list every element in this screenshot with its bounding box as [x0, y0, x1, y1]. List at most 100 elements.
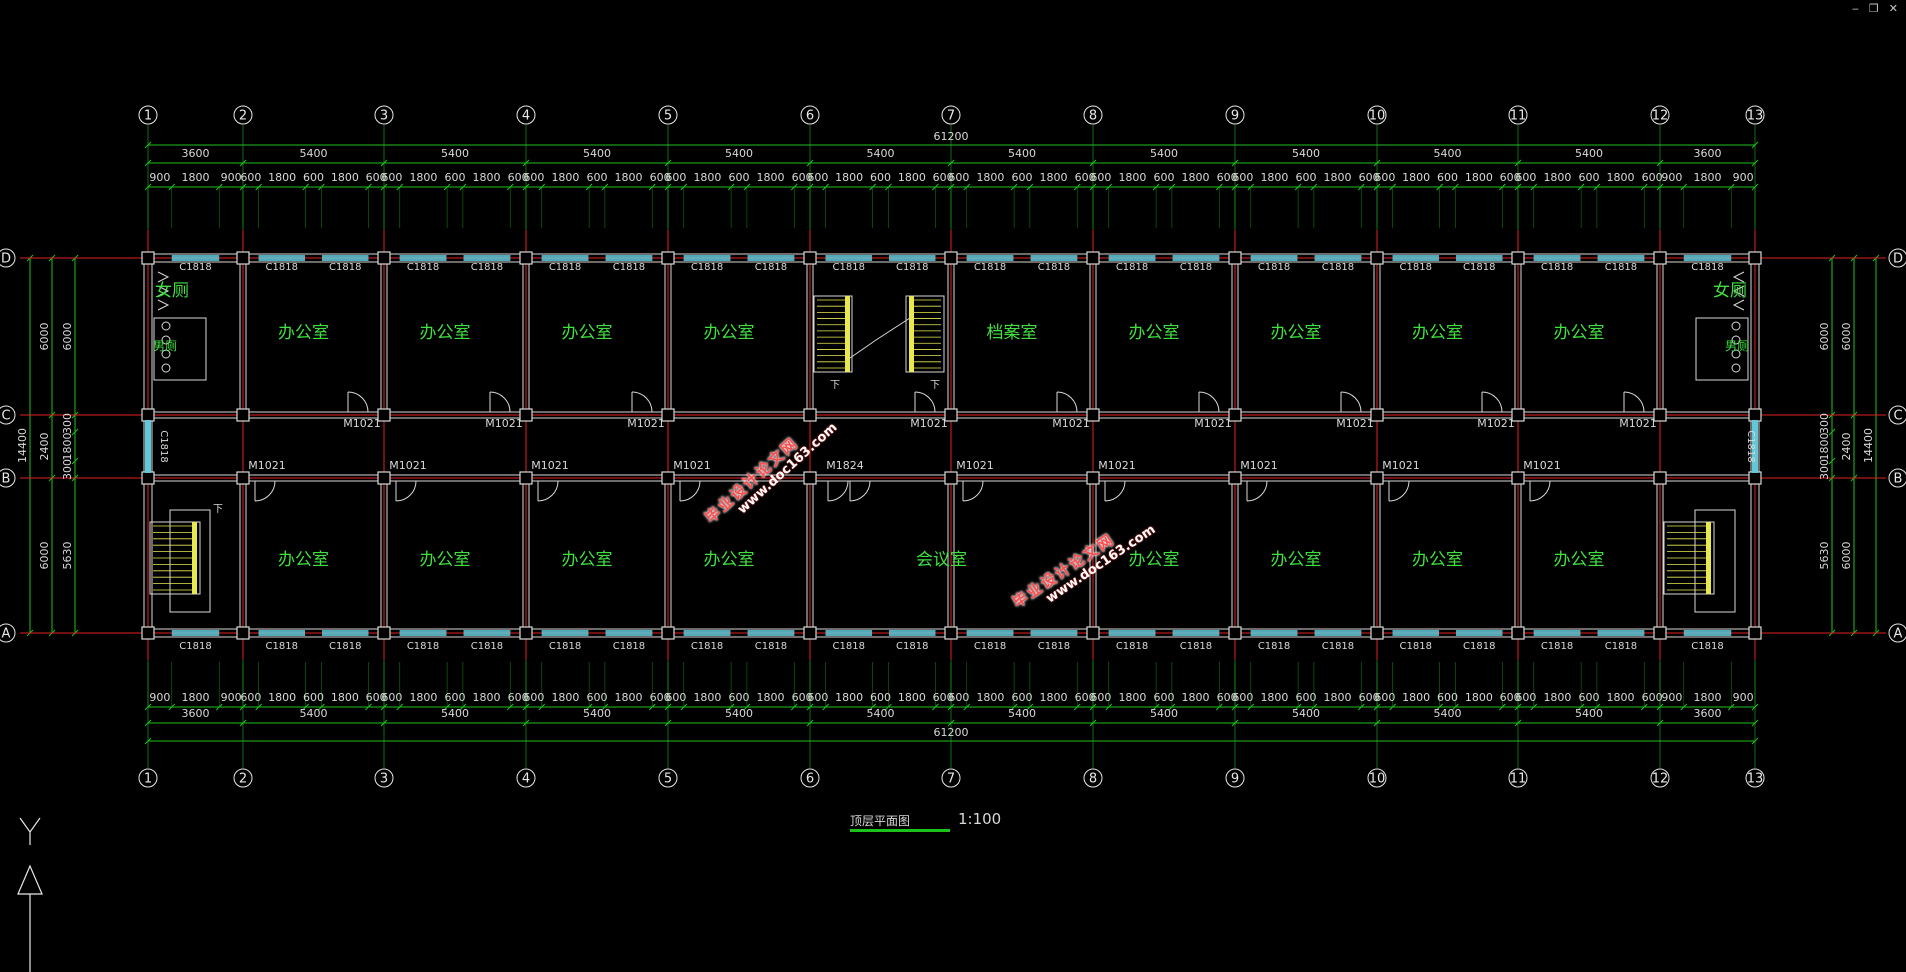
window-south-3-0 — [541, 630, 589, 636]
window-north-9-0 — [1392, 255, 1440, 261]
axis-bubble-top-3 — [374, 105, 394, 125]
window-north-0-0 — [171, 255, 220, 261]
detail-dim-text-bottom-3-3: 1800 — [615, 691, 643, 704]
column-13A — [1748, 626, 1762, 640]
central-stair-left-frame — [813, 295, 853, 373]
window-controls: ‒ ❐ ✕ — [1852, 2, 1898, 15]
window-south-2-0 — [399, 630, 447, 636]
axis-bubble-bottom-6 — [800, 768, 820, 788]
window-tag: C1818 — [613, 641, 645, 652]
wc-0-0 — [161, 321, 171, 331]
detail-dim-text-bottom-2-3: 1800 — [473, 691, 501, 704]
detail-dim-text-top-1-1: 1800 — [268, 171, 296, 184]
minimize-button[interactable]: ‒ — [1851, 2, 1859, 15]
axis-bubble-bottom-10 — [1367, 768, 1387, 788]
toilet-label-w2: 男厕 — [153, 339, 177, 353]
urinal-0-1 — [157, 285, 170, 297]
window-tag: C1818 — [1463, 262, 1495, 273]
bay-dim-text-top-3: 5400 — [583, 147, 611, 160]
detail-dim-text-bottom-4-2: 600 — [729, 691, 750, 704]
ucs-icon — [17, 817, 43, 972]
column-3A — [377, 626, 391, 640]
window-north-3-0 — [541, 255, 589, 261]
room-label-bottom-4: 会议室 — [916, 550, 967, 570]
bay-dim-text-top-2: 5400 — [441, 147, 469, 160]
door-tag-bottom-3: M1021 — [531, 459, 569, 472]
column-8D — [1086, 251, 1100, 265]
detail-dim-text-bottom-1-3: 1800 — [331, 691, 359, 704]
room-label-top-7: 办公室 — [1271, 323, 1322, 343]
east-stair-frame — [1663, 521, 1715, 595]
toilet-label-nw: 女厕 — [155, 281, 189, 301]
window-north-8-1 — [1314, 255, 1362, 261]
window-north-2-0 — [399, 255, 447, 261]
detail-dim-text-bottom-4-3: 1800 — [757, 691, 785, 704]
detail-dim-text-top-10-2: 600 — [1579, 171, 1600, 184]
column-5A — [661, 626, 675, 640]
room-label-top-9: 办公室 — [1554, 323, 1605, 343]
double-door-a-arc — [827, 480, 849, 502]
detail-dim-text-bottom-10-0: 600 — [1515, 691, 1536, 704]
detail-dim-text-top-5-4: 600 — [933, 171, 954, 184]
window-tag: C1818 — [179, 641, 211, 652]
room-label-bottom-3: 办公室 — [704, 550, 755, 570]
detail-dim-text-top-6-1: 1800 — [976, 171, 1004, 184]
axis-bubble-bottom-13-label: 13 — [1747, 772, 1764, 787]
door-tag-bottom-4: M1021 — [673, 459, 711, 472]
bay-dim-text-bottom-6: 5400 — [1008, 707, 1036, 720]
detail-dim-text-bottom-8-0: 600 — [1232, 691, 1253, 704]
door-bottom-8-arc — [1246, 480, 1268, 502]
close-button[interactable]: ✕ — [1888, 2, 1898, 15]
column-1C — [141, 408, 155, 422]
restore-button[interactable]: ❐ — [1868, 2, 1879, 15]
detail-dim-text-top-10-4: 600 — [1642, 171, 1663, 184]
column-11A — [1511, 626, 1525, 640]
detail-dim-text-top-7-1: 1800 — [1118, 171, 1146, 184]
axis-bubble-top-12-label: 12 — [1652, 109, 1669, 124]
column-5C — [661, 408, 675, 422]
axis-bubble-top-10 — [1367, 105, 1387, 125]
axis-bubble-bottom-4-label: 4 — [522, 772, 530, 787]
column-9A — [1228, 626, 1242, 640]
window-south-9-0 — [1392, 630, 1440, 636]
axis-bubble-bottom-10-label: 10 — [1369, 772, 1386, 787]
detail-dim-text-top-4-2: 600 — [729, 171, 750, 184]
window-north-6-0 — [966, 255, 1014, 261]
column-8C — [1086, 408, 1100, 422]
axis-bubble-top-8 — [1083, 105, 1103, 125]
window-north-7-0 — [1108, 255, 1156, 261]
window-corridor-west — [145, 420, 151, 473]
window-tag: C1818 — [1605, 641, 1637, 652]
column-13D — [1748, 251, 1762, 265]
window-south-5-1 — [888, 630, 936, 636]
detail-dim-text-top-7-3: 1800 — [1182, 171, 1210, 184]
detail-dim-text-top-3-3: 1800 — [615, 171, 643, 184]
detail-dim-text-top-4-1: 1800 — [693, 171, 721, 184]
window-tag: C1818 — [1180, 641, 1212, 652]
detail-dim-text-top-5-2: 600 — [870, 171, 891, 184]
window-tag: C1818 — [1322, 641, 1354, 652]
room-label-bottom-6: 办公室 — [1271, 550, 1322, 570]
bay-dim-text-top-7: 5400 — [1150, 147, 1178, 160]
axis-bubble-bottom-5-label: 5 — [664, 772, 672, 787]
bay-dim-text-bottom-8: 5400 — [1292, 707, 1320, 720]
axis-bubble-top-2 — [233, 105, 253, 125]
east-stair-landing — [1694, 509, 1736, 613]
window-tag: C1818 — [896, 262, 928, 273]
axis-bubble-top-11 — [1508, 105, 1528, 125]
detail-dim-text-bottom-0-1: 1800 — [182, 691, 210, 704]
detail-dim-text-top-2-0: 600 — [381, 171, 402, 184]
window-tag: C1818 — [833, 262, 865, 273]
dimension-layer — [26, 141, 1880, 745]
opening-layer — [145, 255, 1758, 636]
window-tag: C1818 — [1745, 430, 1756, 462]
toilet-label-ne: 女厕 — [1713, 281, 1747, 301]
bay-dim-text-bottom-11: 3600 — [1694, 707, 1722, 720]
detail-dim-text-top-2-2: 600 — [445, 171, 466, 184]
column-13B — [1748, 471, 1762, 485]
window-south-4-0 — [683, 630, 731, 636]
window-north-11-0 — [1683, 255, 1732, 261]
detail-dim-text-bottom-7-3: 1800 — [1182, 691, 1210, 704]
axis-bubble-bottom-2-label: 2 — [239, 772, 247, 787]
